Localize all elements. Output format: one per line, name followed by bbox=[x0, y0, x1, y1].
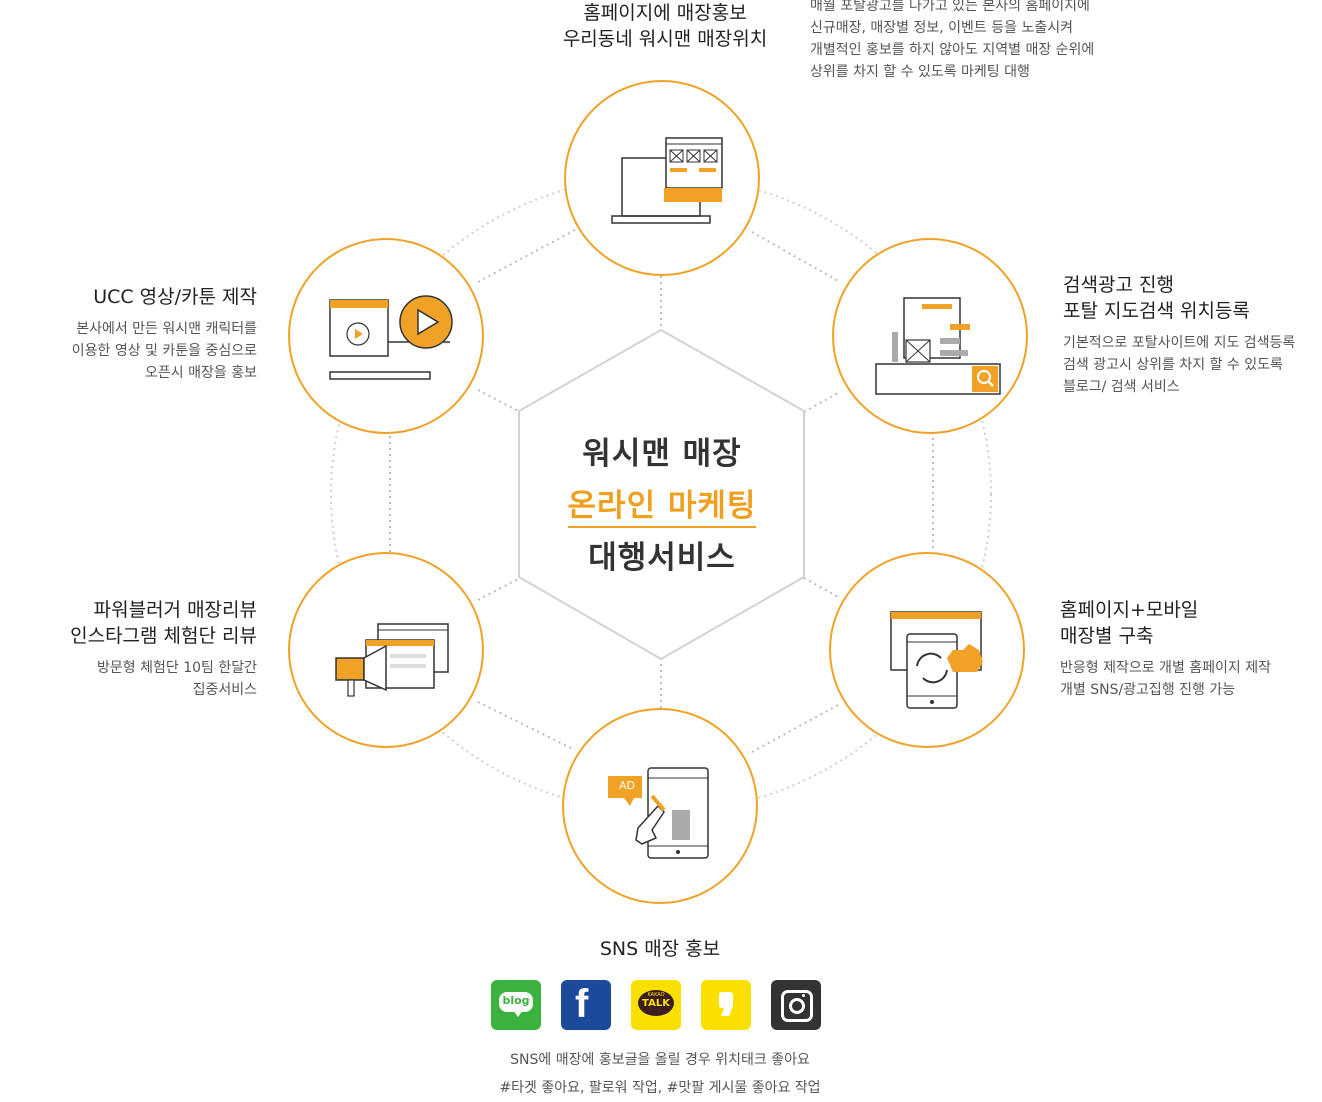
facebook-icon[interactable]: f bbox=[561, 980, 611, 1030]
naver-blog-icon[interactable]: blog bbox=[491, 980, 541, 1030]
search-desc-line: 기본적으로 포탈사이트에 지도 검색등록 bbox=[1063, 335, 1296, 351]
ad-badge-text: AD bbox=[619, 779, 635, 792]
search-desc-line: 검색 광고시 상위를 차지 할 수 있도록 bbox=[1063, 357, 1283, 373]
megaphone-icon bbox=[335, 623, 449, 697]
mobile-title-line-2: 매장별 구축 bbox=[1060, 625, 1154, 647]
sns-title: SNS 매장 홍보 bbox=[599, 938, 721, 960]
ucc-desc-line: 오픈시 매장을 홍보 bbox=[145, 365, 257, 381]
circle-sns: AD bbox=[562, 708, 758, 904]
responsive-web-icon bbox=[890, 611, 983, 709]
search-title-line-2: 포탈 지도검색 위치등록 bbox=[1063, 300, 1250, 322]
instagram-icon[interactable] bbox=[771, 980, 821, 1030]
search-desc-line: 블로그/ 검색 서비스 bbox=[1063, 379, 1180, 395]
center-line-1: 워시맨 매장 bbox=[582, 436, 742, 472]
label-top-title: 홈페이지에 매장홍보 우리동네 워시맨 매장위치 bbox=[540, 0, 790, 52]
ucc-desc-line: 이용한 영상 및 카툰을 중심으로 bbox=[71, 343, 257, 359]
blogger-title-line-2: 인스타그램 체험단 리뷰 bbox=[70, 625, 257, 647]
blog-icon-text: blog bbox=[502, 994, 530, 1007]
mobile-title-line-1: 홈페이지+모바일 bbox=[1060, 599, 1199, 621]
sns-desc-line: #타겟 좋아요, 팔로워 작업, #맛팔 게시물 좋아요 작업 bbox=[499, 1080, 821, 1096]
kakao-talk-text: TALK bbox=[642, 998, 670, 1009]
center-hexagon bbox=[518, 328, 805, 661]
video-player-icon bbox=[329, 295, 453, 380]
top-desc-line: 개별적인 홍보를 하지 않아도 지역별 매장 순위에 bbox=[810, 42, 1095, 58]
ucc-desc-line: 본사에서 만든 워시맨 캐릭터를 bbox=[76, 321, 257, 337]
search-document-icon bbox=[875, 297, 1001, 395]
top-desc-line: 상위를 차지 할 수 있도록 마케팅 대행 bbox=[810, 64, 1030, 80]
outer-dotted-ring bbox=[330, 175, 992, 813]
label-sns-desc: SNS에 매장에 홍보글을 올릴 경우 위치태크 좋아요 #타겟 좋아요, 팔로… bbox=[460, 1046, 860, 1102]
circle-search-ad bbox=[832, 238, 1028, 434]
mobile-desc-line: 개별 SNS/광고집행 진행 가능 bbox=[1060, 682, 1236, 698]
center-line-2-text: 온라인 마케팅 bbox=[567, 488, 757, 528]
label-sns-title: SNS 매장 홍보 bbox=[540, 936, 780, 962]
top-desc-line: 매월 포탈광고를 나가고 있는 본사의 홈페이지에 bbox=[810, 0, 1090, 14]
blogger-desc-line: 집중서비스 bbox=[192, 682, 257, 698]
circle-blogger-review bbox=[288, 552, 484, 748]
top-title-line-1: 홈페이지에 매장홍보 bbox=[583, 2, 747, 24]
smartphone-ad-icon bbox=[608, 767, 709, 859]
kakaotalk-icon[interactable]: KAKAO TALK bbox=[631, 980, 681, 1030]
top-desc-line: 신규매장, 매장별 정보, 이벤트 등을 노출시켜 bbox=[810, 20, 1073, 36]
kakaostory-icon[interactable] bbox=[701, 980, 751, 1030]
ucc-title: UCC 영상/카툰 제작 bbox=[93, 286, 257, 308]
facebook-icon-text: f bbox=[575, 982, 589, 1026]
top-title-line-2: 우리동네 워시맨 매장위치 bbox=[562, 28, 768, 50]
search-title-line-1: 검색광고 진행 bbox=[1063, 274, 1174, 296]
mobile-desc-line: 반응형 제작으로 개별 홈페이지 제작 bbox=[1060, 660, 1271, 676]
sns-icon-row: blog f KAKAO TALK bbox=[490, 980, 830, 1032]
circle-ucc-video bbox=[288, 238, 484, 434]
circle-homepage bbox=[564, 80, 760, 276]
kakao-top-text: KAKAO bbox=[647, 992, 665, 998]
center-hexagon-text: 워시맨 매장 온라인 마케팅 대행서비스 bbox=[520, 428, 804, 584]
center-line-3: 대행서비스 bbox=[588, 540, 736, 576]
blogger-title-line-1: 파워블러거 매장리뷰 bbox=[93, 599, 257, 621]
center-line-2: 온라인 마케팅 bbox=[520, 480, 804, 532]
sns-desc-line: SNS에 매장에 홍보글을 올릴 경우 위치태크 좋아요 bbox=[510, 1052, 810, 1068]
homepage-laptop-icon bbox=[611, 137, 723, 224]
circle-homepage-mobile bbox=[829, 552, 1025, 748]
label-homepage-mobile: 홈페이지+모바일 매장별 구축 반응형 제작으로 개별 홈페이지 제작 개별 S… bbox=[1060, 597, 1322, 701]
label-search-ad: 검색광고 진행 포탈 지도검색 위치등록 기본적으로 포탈사이트에 지도 검색등… bbox=[1063, 272, 1322, 398]
inner-dotted-connectors bbox=[389, 229, 934, 753]
label-blogger: 파워블러거 매장리뷰 인스타그램 체험단 리뷰 방문형 체험단 10팀 한달간 … bbox=[20, 597, 257, 701]
label-top-desc: 매월 포탈광고를 나가고 있는 본사의 홈페이지에 신규매장, 매장별 정보, … bbox=[810, 0, 1140, 83]
blogger-desc-line: 방문형 체험단 10팀 한달간 bbox=[97, 660, 257, 676]
label-ucc: UCC 영상/카툰 제작 본사에서 만든 워시맨 캐릭터를 이용한 영상 및 카… bbox=[20, 284, 257, 384]
